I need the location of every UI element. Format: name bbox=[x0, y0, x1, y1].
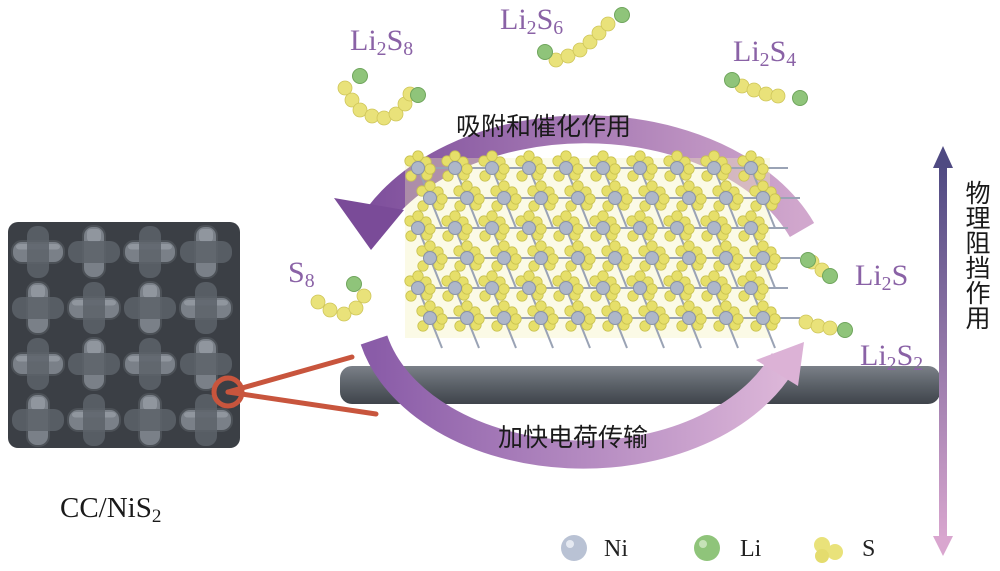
species-label-li2s8: Li2S8 bbox=[350, 24, 414, 60]
adsorption-catalysis-label: 吸附和催化作用 bbox=[456, 112, 632, 141]
legend-ni-label: Ni bbox=[604, 536, 628, 562]
legend-li-label: Li bbox=[740, 536, 762, 562]
legend-li-marker bbox=[694, 535, 720, 561]
physical-blocking-label: 物理阻挡作用 bbox=[962, 180, 991, 330]
species-label-li2s6: Li2S6 bbox=[500, 3, 564, 39]
nis2-crystal-lattice bbox=[404, 150, 800, 349]
legend-s-label: S bbox=[862, 536, 876, 562]
charge-transfer-label: 加快电荷传输 bbox=[498, 423, 649, 452]
polysulfide-chains bbox=[310, 7, 853, 338]
species-label-li2s2: Li2S2 bbox=[860, 339, 924, 375]
legend-ni-marker bbox=[561, 535, 587, 561]
species-label-s8: S8 bbox=[288, 256, 315, 292]
species-label-li2s: Li2S bbox=[855, 259, 909, 295]
zoom-lead-lines bbox=[211, 354, 379, 417]
legend-s-marker bbox=[814, 537, 843, 563]
legend-markers bbox=[561, 535, 843, 563]
species-label-li2s4: Li2S4 bbox=[733, 35, 797, 71]
vertical-double-arrow bbox=[933, 146, 953, 556]
physical-blocking-label-box: 物理阻挡作用 bbox=[958, 180, 992, 520]
substrate-label: CC/NiS2 bbox=[60, 492, 162, 527]
carbon-cloth-weave bbox=[8, 222, 240, 448]
bottom-cycle-arrow bbox=[360, 335, 804, 469]
